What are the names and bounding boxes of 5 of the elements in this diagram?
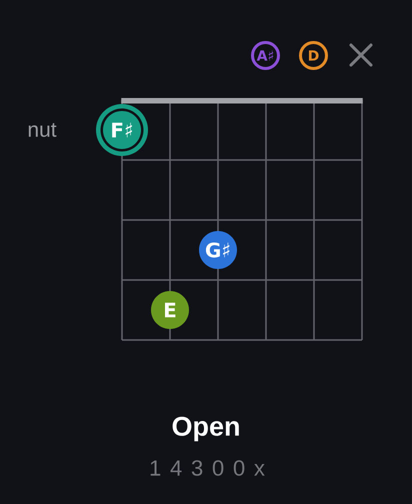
chord-title: Open	[172, 416, 239, 442]
fingering-label: 1 4 3 0 0 x	[150, 460, 265, 476]
note-ring: D	[299, 41, 328, 70]
nut-label: nut	[28, 123, 56, 137]
note-ring: A♯	[251, 41, 280, 70]
